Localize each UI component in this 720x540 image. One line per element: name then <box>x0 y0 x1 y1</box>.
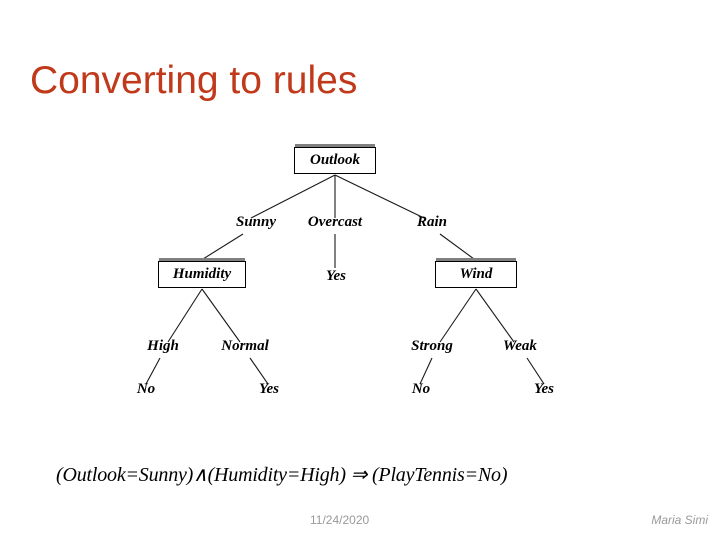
edge-outlook-sunny <box>250 174 336 219</box>
edge-humidity-normal <box>201 288 241 343</box>
tree-node-humidity[interactable]: Humidity <box>158 261 246 288</box>
tree-leaf-strong-no: No <box>411 381 431 397</box>
tree-leaf-high-no: No <box>136 381 156 397</box>
edge-normal-yes <box>249 357 269 385</box>
edge-high-no <box>145 357 161 385</box>
tree-edge-label-normal: Normal <box>221 338 269 354</box>
tree-node-outlook[interactable]: Outlook <box>294 147 376 174</box>
edge-weak-yes <box>526 357 545 385</box>
tree-node-wind[interactable]: Wind <box>435 261 517 288</box>
tree-leaf-weak-yes: Yes <box>534 381 554 397</box>
edge-wind-strong <box>439 288 477 343</box>
footer-author: Maria Simi <box>651 513 708 527</box>
tree-edge-label-overcast: Overcast <box>307 214 363 230</box>
edge-rain-wind <box>439 233 475 260</box>
tree-edge-label-rain: Rain <box>416 214 447 230</box>
tree-leaf-overcast-yes: Yes <box>326 268 346 284</box>
edge-outlook-rain <box>334 174 425 219</box>
tree-leaf-normal-yes: Yes <box>259 381 279 397</box>
tree-edge-label-sunny: Sunny <box>235 214 277 230</box>
page-title: Converting to rules <box>30 59 358 102</box>
tree-node-outlook-label: Outlook <box>309 152 360 168</box>
edge-sunny-humidity <box>202 233 244 260</box>
tree-edge-label-weak: Weak <box>503 338 537 354</box>
decision-tree-figure: Outlook Humidity Wind Yes Sunny Overcast… <box>0 130 720 420</box>
tree-node-wind-label: Wind <box>459 266 493 282</box>
rule-formula: (Outlook=Sunny)∧(Humidity=High) ⇒ (PlayT… <box>56 464 508 486</box>
edge-strong-no <box>419 357 433 385</box>
footer-date: 11/24/2020 <box>310 513 370 527</box>
edge-wind-weak <box>475 288 515 343</box>
edge-humidity-high <box>167 288 203 343</box>
tree-edge-label-strong: Strong <box>411 338 453 354</box>
tree-edges-svg <box>145 174 545 385</box>
tree-node-humidity-label: Humidity <box>172 266 232 282</box>
tree-edge-label-high: High <box>147 338 179 354</box>
